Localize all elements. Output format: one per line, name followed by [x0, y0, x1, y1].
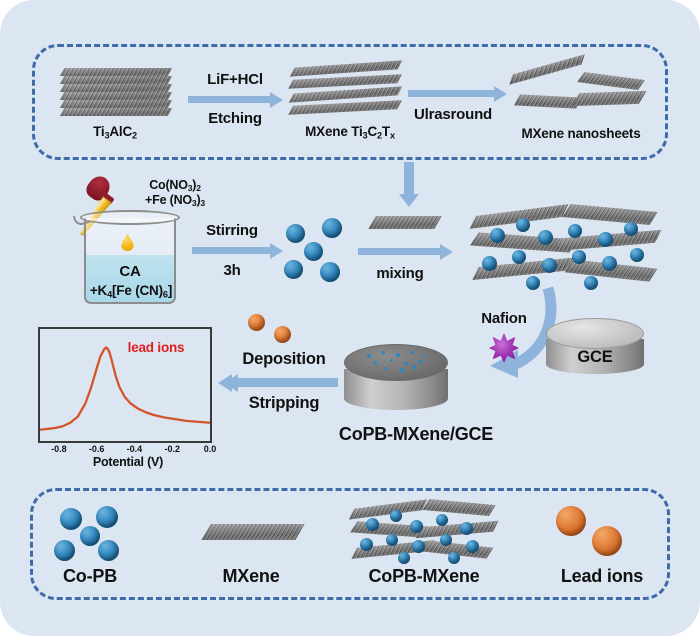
stripping-label: Stripping	[248, 394, 320, 412]
modified-gce-top-surface	[344, 344, 448, 381]
beaker-rim	[80, 210, 180, 225]
chart-x-tick: -0.6	[88, 444, 105, 454]
legend-label-copb-mxene: CoPB-MXene	[368, 566, 480, 586]
mxene-single-sheet	[368, 216, 442, 229]
copb-mxene-gce-label: CoPB-MXene/GCE	[338, 424, 494, 444]
mxene-nanosheets-label: MXene nanosheets	[521, 126, 641, 141]
legend-label-copb: Co-PB	[63, 566, 117, 586]
chart-x-tick: 0.0	[203, 444, 217, 454]
beaker-solution-label-1: CA	[119, 263, 141, 280]
deposition-label: Deposition	[242, 350, 326, 368]
chart-x-tick: -0.4	[126, 444, 143, 454]
legend-icon-copb-mxene	[348, 498, 499, 564]
nafion-star-icon	[489, 333, 519, 363]
gce-top-surface	[546, 318, 644, 350]
beaker-solution-label-2: +K4[Fe (CN)6]	[89, 283, 173, 300]
copb-spheres-group	[284, 218, 352, 282]
chart-x-tick: -0.2	[164, 444, 180, 454]
ultrasound-label: Ulrasround	[413, 106, 492, 123]
legend-icon-lead-ions	[556, 506, 640, 560]
mxene-multilayer-structure	[288, 60, 404, 122]
deposition-stripping-arrow	[232, 378, 338, 387]
chart-x-tick: -0.8	[51, 444, 67, 454]
etching-label: Etching	[208, 110, 262, 127]
beaker	[84, 218, 176, 304]
legend-panel	[30, 488, 670, 600]
mxene-nanosheets-structure	[509, 54, 647, 124]
legend-icon-copb	[52, 504, 124, 561]
lead-ions-annotation: lead ions	[127, 340, 185, 355]
reagents-line1: Co(NO3)2	[149, 178, 201, 194]
mxene-ti3c2tx-label: MXene Ti3C2Tx	[305, 124, 395, 141]
lead-ions-deposition-group	[248, 314, 302, 348]
chart-x-axis-label: Potential (V)	[92, 455, 164, 469]
ti3alc2-label: Ti3AlC2	[93, 124, 137, 141]
mixing-arrow	[358, 248, 440, 255]
down-arrow-to-mixing	[404, 162, 414, 194]
legend-label-mxene: MXene	[222, 566, 280, 586]
stirring-time-label: 3h	[223, 262, 241, 279]
gce-label: GCE	[577, 348, 613, 366]
etching-arrow	[188, 96, 270, 103]
copb-mxene-gce-electrode	[344, 344, 448, 410]
gce-electrode	[546, 318, 644, 374]
voltammogram-curve	[40, 346, 210, 431]
copb-mxene-composite	[469, 204, 662, 298]
nafion-label: Nafion	[481, 310, 527, 327]
mixing-label: mixing	[376, 265, 424, 282]
voltammogram-chart	[38, 327, 212, 443]
etching-reagent-label: LiF+HCl	[207, 71, 263, 88]
ultrasound-arrow	[408, 90, 494, 97]
legend-label-lead-ions: Lead ions	[560, 566, 644, 586]
etching-step-panel	[32, 44, 668, 160]
ti3alc2-structure	[59, 68, 174, 120]
legend-icon-mxene	[201, 524, 305, 540]
reagents-line2: +Fe (NO3)3	[145, 193, 205, 209]
stirring-label: Stirring	[206, 222, 258, 239]
stirring-arrow	[192, 247, 270, 254]
